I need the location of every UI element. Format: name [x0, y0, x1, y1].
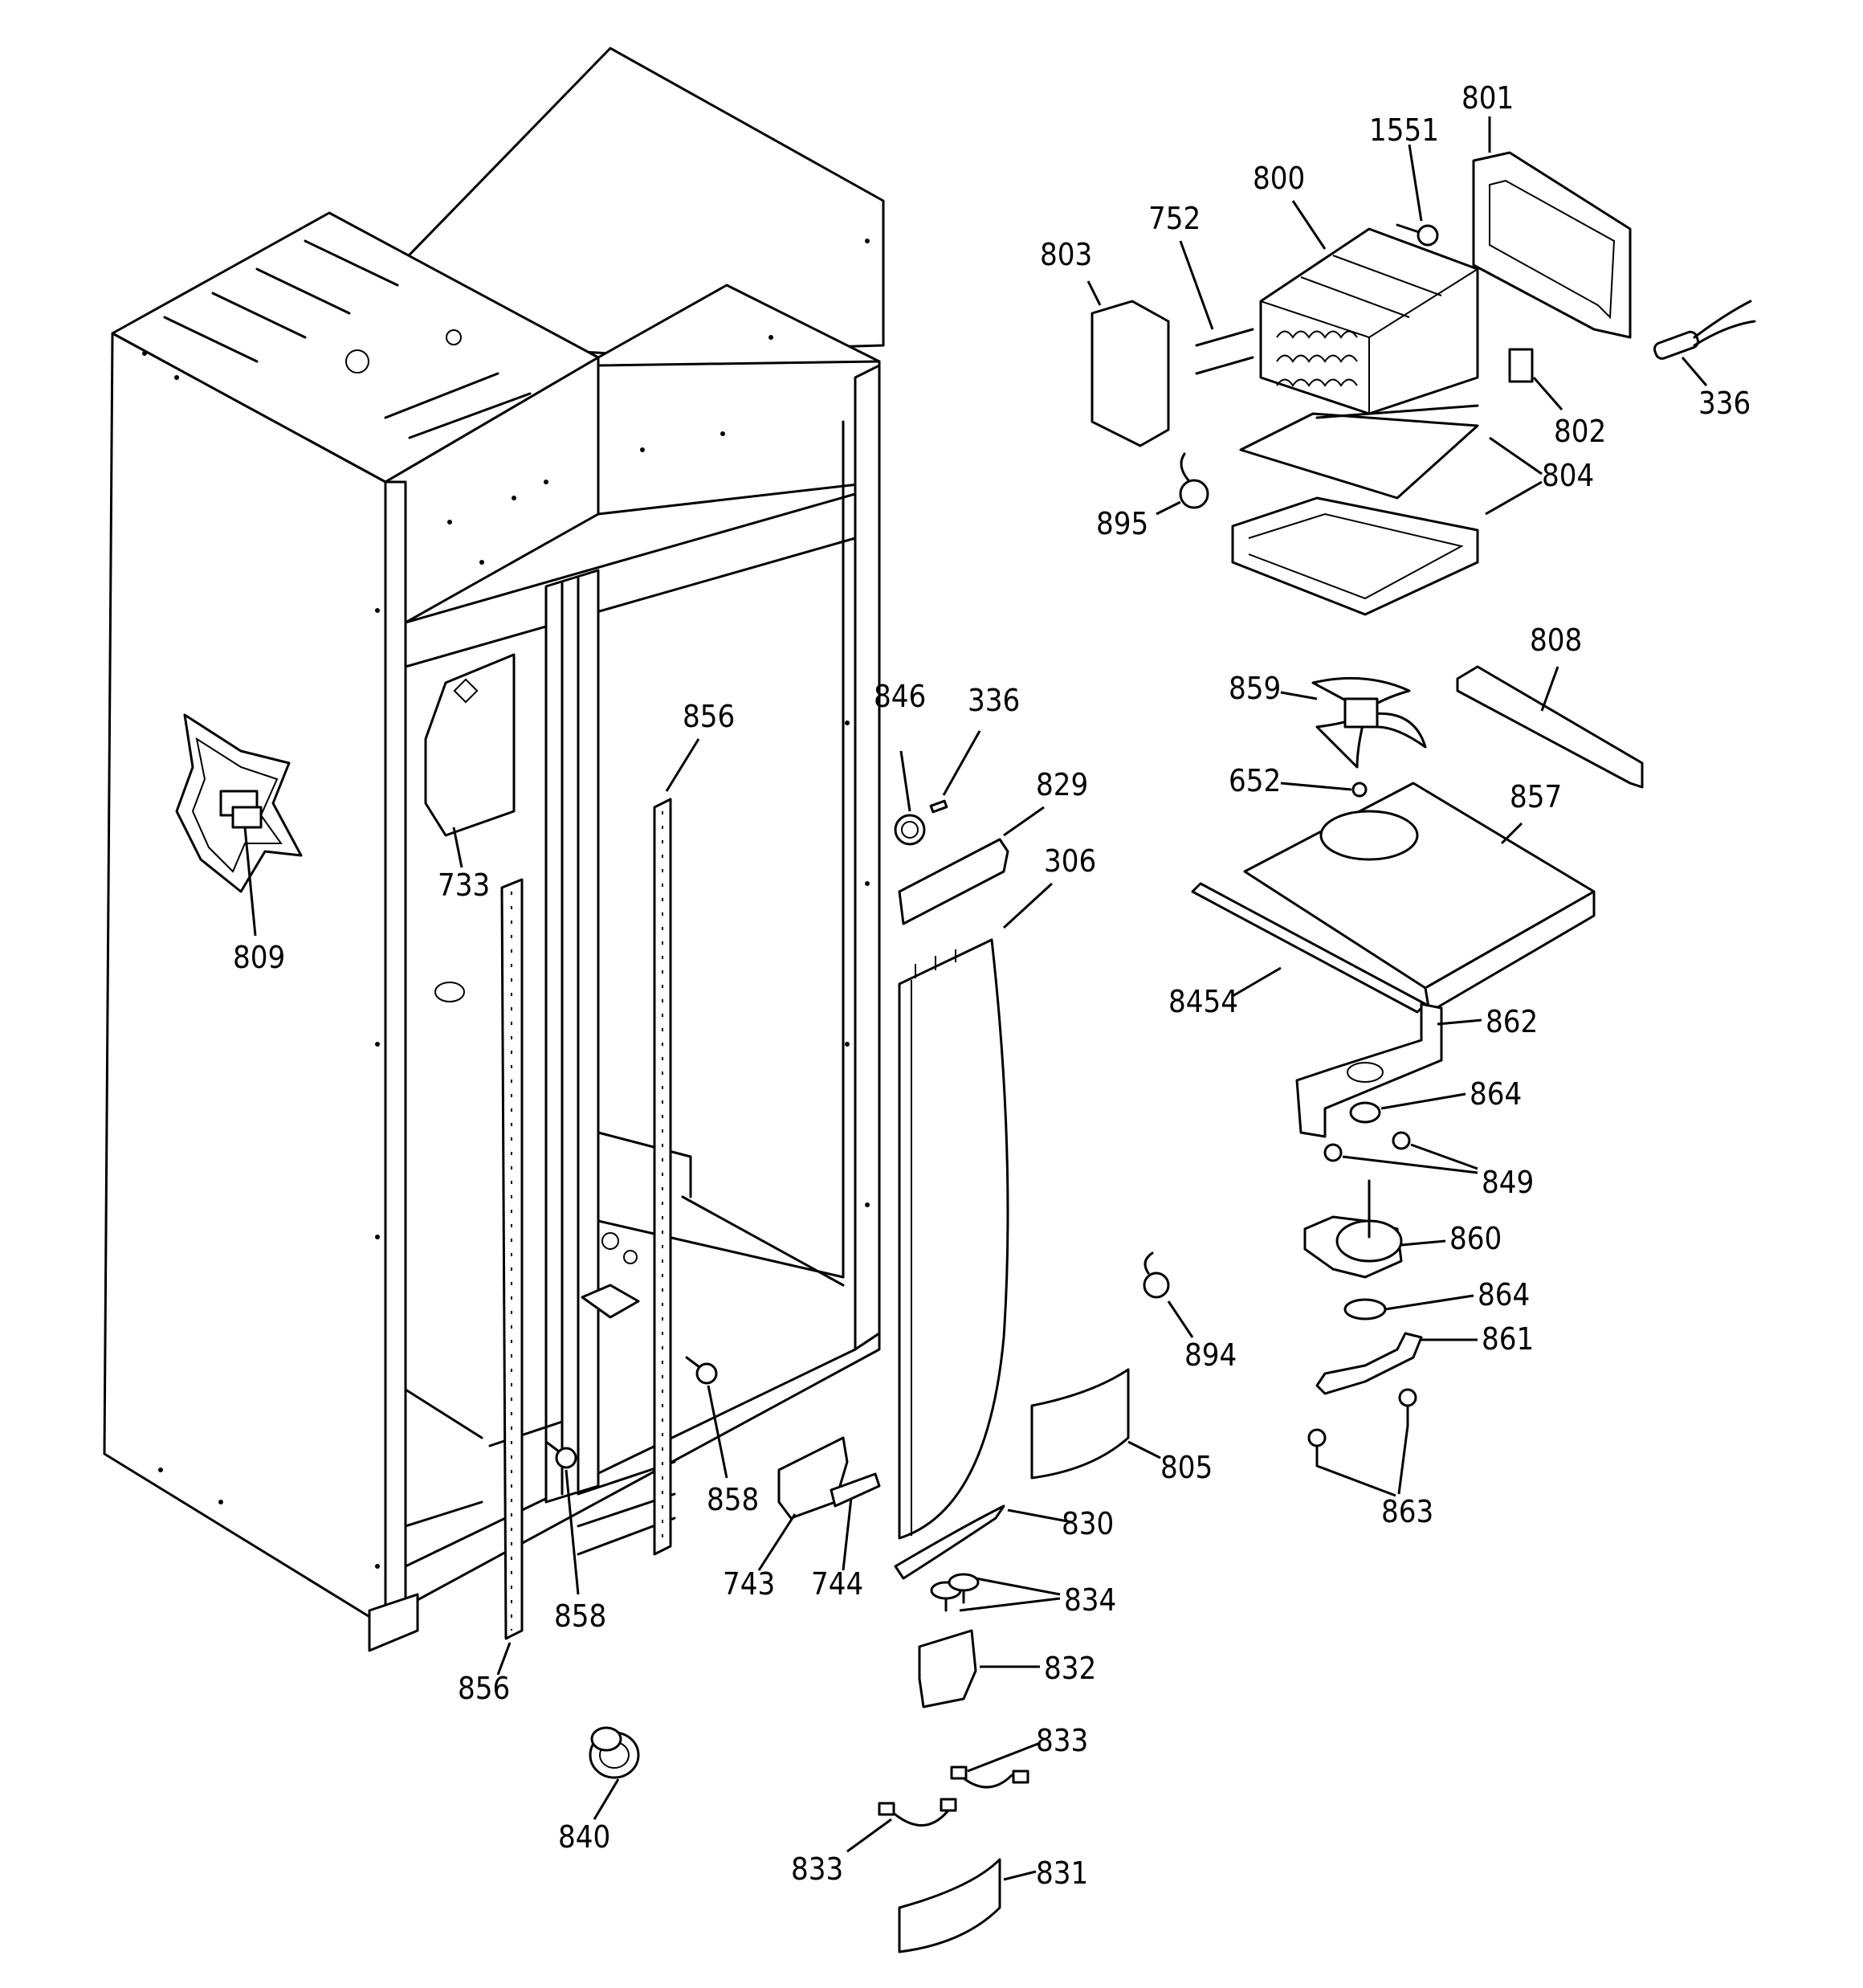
label-306: 306: [1044, 843, 1096, 879]
label-832: 832: [1044, 1651, 1096, 1686]
label-860: 860: [1449, 1221, 1502, 1256]
label-864-top: 864: [1470, 1076, 1522, 1112]
part-856-hinge-strip-left: [500, 878, 524, 1640]
part-859-fan-blade: [1311, 676, 1427, 769]
part-858-screw-right: [685, 1356, 718, 1385]
label-833-bottom: 833: [791, 1851, 843, 1887]
label-752: 752: [1148, 201, 1201, 236]
part-864-grommet-bottom: [1343, 1298, 1387, 1321]
part-808-trim-strip: [1456, 665, 1644, 789]
label-808: 808: [1530, 623, 1582, 658]
part-805-panel: [1030, 1368, 1130, 1480]
part-858-screw-left: [544, 1440, 577, 1469]
label-858-left: 858: [554, 1598, 606, 1634]
label-803: 803: [1040, 237, 1092, 272]
label-8454: 8454: [1168, 984, 1238, 1019]
part-833-harness-left: [878, 1798, 957, 1827]
label-801: 801: [1461, 80, 1514, 116]
label-862: 862: [1486, 1004, 1538, 1039]
label-894: 894: [1184, 1337, 1237, 1373]
label-857: 857: [1510, 779, 1562, 814]
label-856-top: 856: [683, 699, 735, 734]
part-857-fan-shroud: [1243, 782, 1596, 1014]
part-306-air-duct: [898, 938, 1009, 1540]
part-863-screws: [1307, 1388, 1417, 1468]
label-804: 804: [1542, 458, 1594, 493]
label-833-top: 833: [1036, 1723, 1088, 1758]
label-831: 831: [1036, 1855, 1088, 1891]
label-652: 652: [1229, 763, 1281, 798]
label-830: 830: [1062, 1506, 1114, 1541]
label-809: 809: [233, 940, 285, 975]
part-856-hinge-strip-right: [653, 798, 672, 1556]
part-834-bumpers: [930, 1573, 980, 1612]
cabinet-assembly: [103, 47, 885, 1652]
part-336-sensor-right: [1653, 300, 1756, 360]
part-1551-screw: [1396, 223, 1439, 247]
part-830-trim: [894, 1504, 1005, 1580]
part-894-thermostat: [1143, 1251, 1170, 1299]
part-801-cover-plate: [1472, 151, 1632, 339]
part-860-fan-motor: [1303, 1179, 1403, 1279]
part-744-pad: [830, 1472, 881, 1508]
part-861-lower-bracket: [1315, 1332, 1423, 1395]
part-652-nut: [1351, 782, 1368, 798]
part-833-harness-right: [950, 1766, 1029, 1789]
part-846-grille: [894, 814, 926, 846]
part-336-sensor-center: [929, 799, 948, 814]
part-809-connector: [219, 790, 263, 829]
label-840: 840: [558, 1819, 610, 1855]
label-805: 805: [1160, 1450, 1213, 1485]
label-743: 743: [723, 1566, 775, 1602]
label-733: 733: [438, 867, 490, 903]
part-802-relay: [1508, 348, 1534, 383]
label-834: 834: [1064, 1582, 1116, 1618]
label-859: 859: [1229, 671, 1281, 706]
label-861: 861: [1482, 1321, 1534, 1357]
part-804-drain-pans: [1231, 404, 1479, 616]
part-832-bracket: [918, 1629, 977, 1708]
label-336-right: 336: [1698, 386, 1751, 421]
part-829-vent-cover: [898, 838, 1009, 925]
part-862-motor-bracket: [1295, 1002, 1443, 1138]
label-856-bottom: 856: [458, 1671, 510, 1706]
part-895-thermostat: [1179, 452, 1209, 509]
label-800: 800: [1253, 161, 1305, 196]
label-895: 895: [1096, 506, 1148, 541]
label-1551: 1551: [1369, 112, 1439, 148]
label-829: 829: [1036, 767, 1088, 802]
label-802: 802: [1554, 414, 1606, 449]
label-864-bottom: 864: [1478, 1277, 1530, 1312]
label-846: 846: [874, 679, 926, 714]
part-752-tubes: [1195, 328, 1254, 375]
part-800-evaporator: [1259, 227, 1479, 415]
part-831-cover: [898, 1858, 1001, 1953]
label-863: 863: [1381, 1494, 1433, 1529]
part-840-fitting: [589, 1726, 640, 1779]
part-803-cover: [1090, 300, 1170, 447]
part-864-grommet-top: [1349, 1101, 1381, 1124]
part-849-grommets: [1323, 1131, 1411, 1162]
rivet-dots: [142, 239, 870, 1569]
label-336-center: 336: [968, 683, 1020, 718]
label-849: 849: [1482, 1165, 1534, 1200]
label-858-right: 858: [707, 1482, 759, 1517]
label-744: 744: [811, 1566, 863, 1602]
